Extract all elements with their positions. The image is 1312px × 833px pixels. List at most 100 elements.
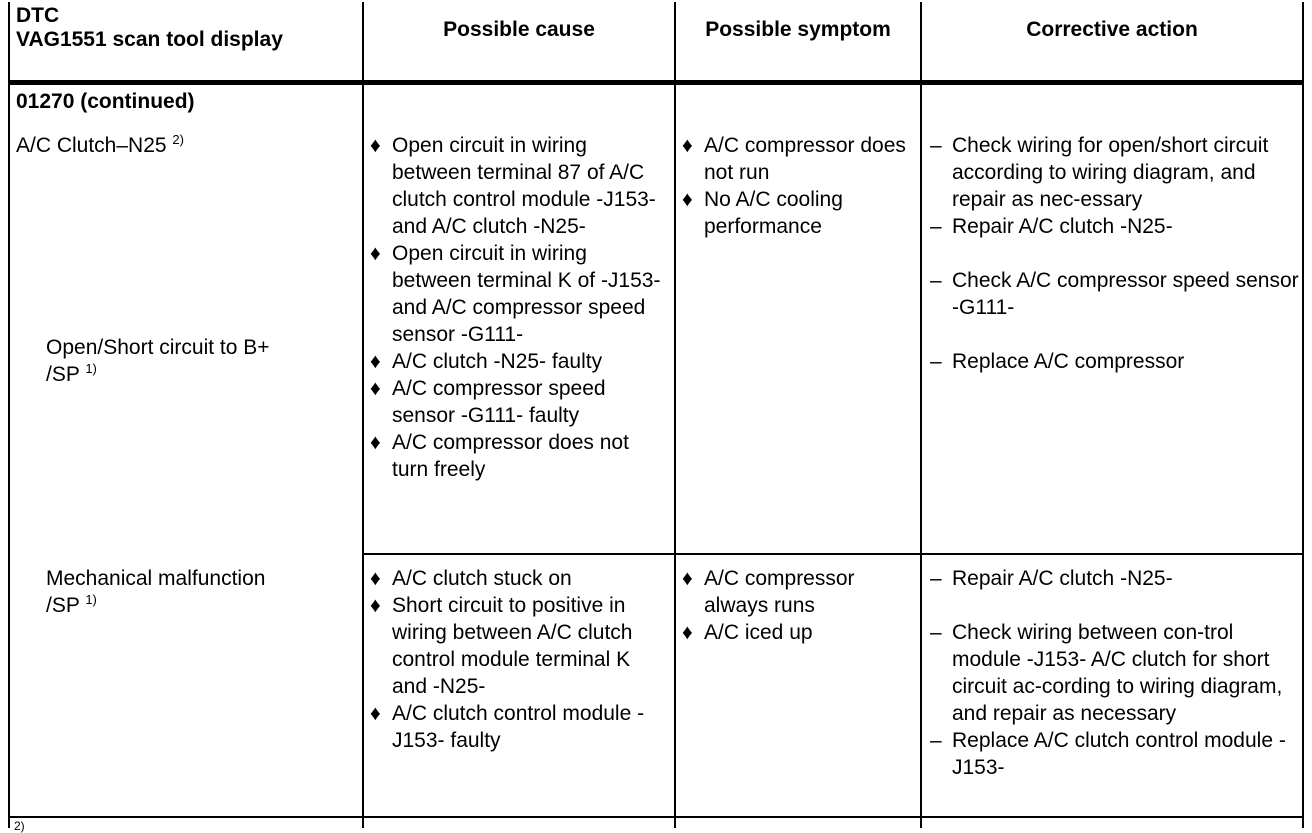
dash-icon: –: [930, 729, 942, 752]
header-possible-cause-label: Possible cause: [443, 18, 595, 41]
list-item: –Replace A/C clutch control module -J153…: [928, 727, 1300, 781]
table-border-left: [8, 2, 10, 828]
action-text: Repair A/C clutch -N25-: [952, 567, 1173, 590]
table-border-right: [1302, 2, 1304, 828]
column-divider-2: [674, 2, 676, 828]
cause-text: A/C compressor speed sensor -G111- fault…: [392, 377, 606, 427]
bullet-icon: ♦: [682, 567, 693, 590]
fault-open-short-line2: /SP 1): [46, 361, 356, 388]
dtc-component-note: 2): [172, 132, 184, 147]
bullet-icon: ♦: [370, 567, 381, 590]
action-text: Replace A/C compressor: [952, 350, 1185, 373]
row1-symptoms: ♦A/C compressor does not run ♦ No A/C coo…: [680, 132, 916, 240]
symptom-text: A/C compressor does not run: [704, 134, 906, 184]
list-item: ♦ A/C compressor does not turn freely: [368, 429, 670, 483]
list-item: ♦A/C compressor does not run: [680, 132, 916, 186]
list-item: ♦ A/C clutch -N25- faulty: [368, 348, 670, 375]
row2-symptom-list: ♦ A/C compressor always runs ♦ A/C iced up: [680, 565, 916, 646]
column-divider-3: [920, 2, 922, 828]
dash-icon: –: [930, 350, 942, 373]
footnote-marker: 2): [14, 819, 25, 833]
list-item: ♦ A/C iced up: [680, 619, 916, 646]
bullet-icon: ♦: [370, 594, 381, 617]
fault-mechanical-note: 1): [85, 592, 97, 607]
dtc-component: A/C Clutch–N25 2): [16, 132, 356, 159]
symptom-text: A/C iced up: [704, 621, 813, 644]
symptom-text: A/C compressor always runs: [704, 567, 855, 617]
column-divider-1: [362, 2, 364, 828]
bullet-icon: ♦: [370, 702, 381, 725]
list-item: ♦ Short circuit to positive in wiring bet…: [368, 592, 670, 700]
dtc-component-label: A/C Clutch–N25: [16, 134, 167, 157]
cause-text: Open circuit in wiring between terminal …: [392, 134, 656, 238]
list-item: ♦ A/C clutch stuck on: [368, 565, 670, 592]
dash-icon: –: [930, 134, 942, 157]
header-dtc-line2: VAG1551 scan tool display: [16, 28, 283, 51]
cause-text: Short circuit to positive in wiring betw…: [392, 594, 633, 698]
fault-open-short-line1: Open/Short circuit to B+: [46, 336, 270, 359]
bullet-icon: ♦: [370, 377, 381, 400]
dash-icon: –: [930, 215, 942, 238]
bullet-icon: ♦: [370, 431, 381, 454]
list-item: ♦ A/C compressor always runs: [680, 565, 916, 619]
table-bottom-rule: [8, 816, 1304, 818]
header-corrective-action: Corrective action: [922, 18, 1302, 42]
action-text: Check wiring between con-trol module -J1…: [952, 621, 1283, 725]
list-item: ♦ Open circuit in wiring between terminal…: [368, 240, 670, 348]
header-possible-cause: Possible cause: [364, 18, 674, 42]
action-text: Check A/C compressor speed sensor -G111-: [952, 269, 1299, 319]
dtc-code: 01270 (continued): [16, 90, 195, 113]
row2-cause-list: ♦ A/C clutch stuck on ♦ Short circuit to p…: [368, 565, 670, 754]
cause-text: A/C clutch control module -J153- faulty: [392, 702, 645, 752]
action-text: Repair A/C clutch -N25-: [952, 215, 1173, 238]
row2-action-list: –Repair A/C clutch -N25- –Check wiring b…: [928, 565, 1300, 781]
fault-mechanical: Mechanical malfunction /SP 1): [46, 565, 356, 619]
dash-icon: –: [930, 567, 942, 590]
bullet-icon: ♦: [370, 350, 381, 373]
list-item: ♦ Open circuit in wiring between terminal…: [368, 132, 670, 240]
dash-icon: –: [930, 269, 942, 292]
row2-symptoms: ♦ A/C compressor always runs ♦ A/C iced up: [680, 565, 916, 646]
row2-causes: ♦ A/C clutch stuck on ♦ Short circuit to p…: [368, 565, 670, 754]
list-item: –Check wiring between con-trol module -J…: [928, 619, 1300, 727]
list-item: –Check A/C compressor speed sensor -G111…: [928, 267, 1300, 321]
list-item: ♦ A/C compressor speed sensor -G111- faul…: [368, 375, 670, 429]
list-item: –Repair A/C clutch -N25-: [928, 213, 1300, 240]
fault-mechanical-line1: Mechanical malfunction: [46, 567, 266, 590]
row1-causes: ♦ Open circuit in wiring between terminal…: [368, 132, 670, 483]
bullet-icon: ♦: [682, 188, 693, 211]
fault-mechanical-line2: /SP 1): [46, 592, 356, 619]
list-item: –Repair A/C clutch -N25-: [928, 565, 1300, 592]
cause-text: Open circuit in wiring between terminal …: [392, 242, 661, 346]
fault-open-short-sp: /SP: [46, 363, 80, 386]
action-text: Replace A/C clutch control module -J153-: [952, 729, 1286, 779]
header-rule: [8, 80, 1304, 85]
list-item: –Check wiring for open/short circuit acc…: [928, 132, 1300, 213]
row1-action-list: –Check wiring for open/short circuit acc…: [928, 132, 1300, 375]
bullet-icon: ♦: [370, 134, 381, 157]
bullet-icon: ♦: [370, 242, 381, 265]
cause-text: A/C clutch -N25- faulty: [392, 350, 603, 373]
fault-open-short: Open/Short circuit to B+ /SP 1): [46, 334, 356, 388]
row1-actions: –Check wiring for open/short circuit acc…: [928, 132, 1300, 375]
row1-cause-list: ♦ Open circuit in wiring between terminal…: [368, 132, 670, 483]
row-separator: [362, 553, 1304, 555]
fault-mechanical-sp: /SP: [46, 594, 80, 617]
dash-icon: –: [930, 621, 942, 644]
list-item: –Replace A/C compressor: [928, 348, 1300, 375]
list-item: ♦ No A/C cooling performance: [680, 186, 916, 240]
dtc-table: DTC VAG1551 scan tool display Possible c…: [8, 2, 1304, 828]
header-corrective-action-label: Corrective action: [1026, 18, 1198, 41]
list-item: ♦ A/C clutch control module -J153- faulty: [368, 700, 670, 754]
header-dtc: DTC VAG1551 scan tool display: [16, 4, 356, 52]
header-dtc-line1: DTC: [16, 4, 60, 27]
symptom-text: No A/C cooling performance: [704, 188, 843, 238]
row1-symptom-list: ♦A/C compressor does not run ♦ No A/C coo…: [680, 132, 916, 240]
action-text: Check wiring for open/short circuit acco…: [952, 134, 1269, 211]
fault-open-short-note: 1): [85, 361, 97, 376]
cause-text: A/C compressor does not turn freely: [392, 431, 629, 481]
header-possible-symptom-label: Possible symptom: [705, 18, 891, 41]
bullet-icon: ♦: [682, 621, 693, 644]
row2-actions: –Repair A/C clutch -N25- –Check wiring b…: [928, 565, 1300, 781]
cause-text: A/C clutch stuck on: [392, 567, 572, 590]
